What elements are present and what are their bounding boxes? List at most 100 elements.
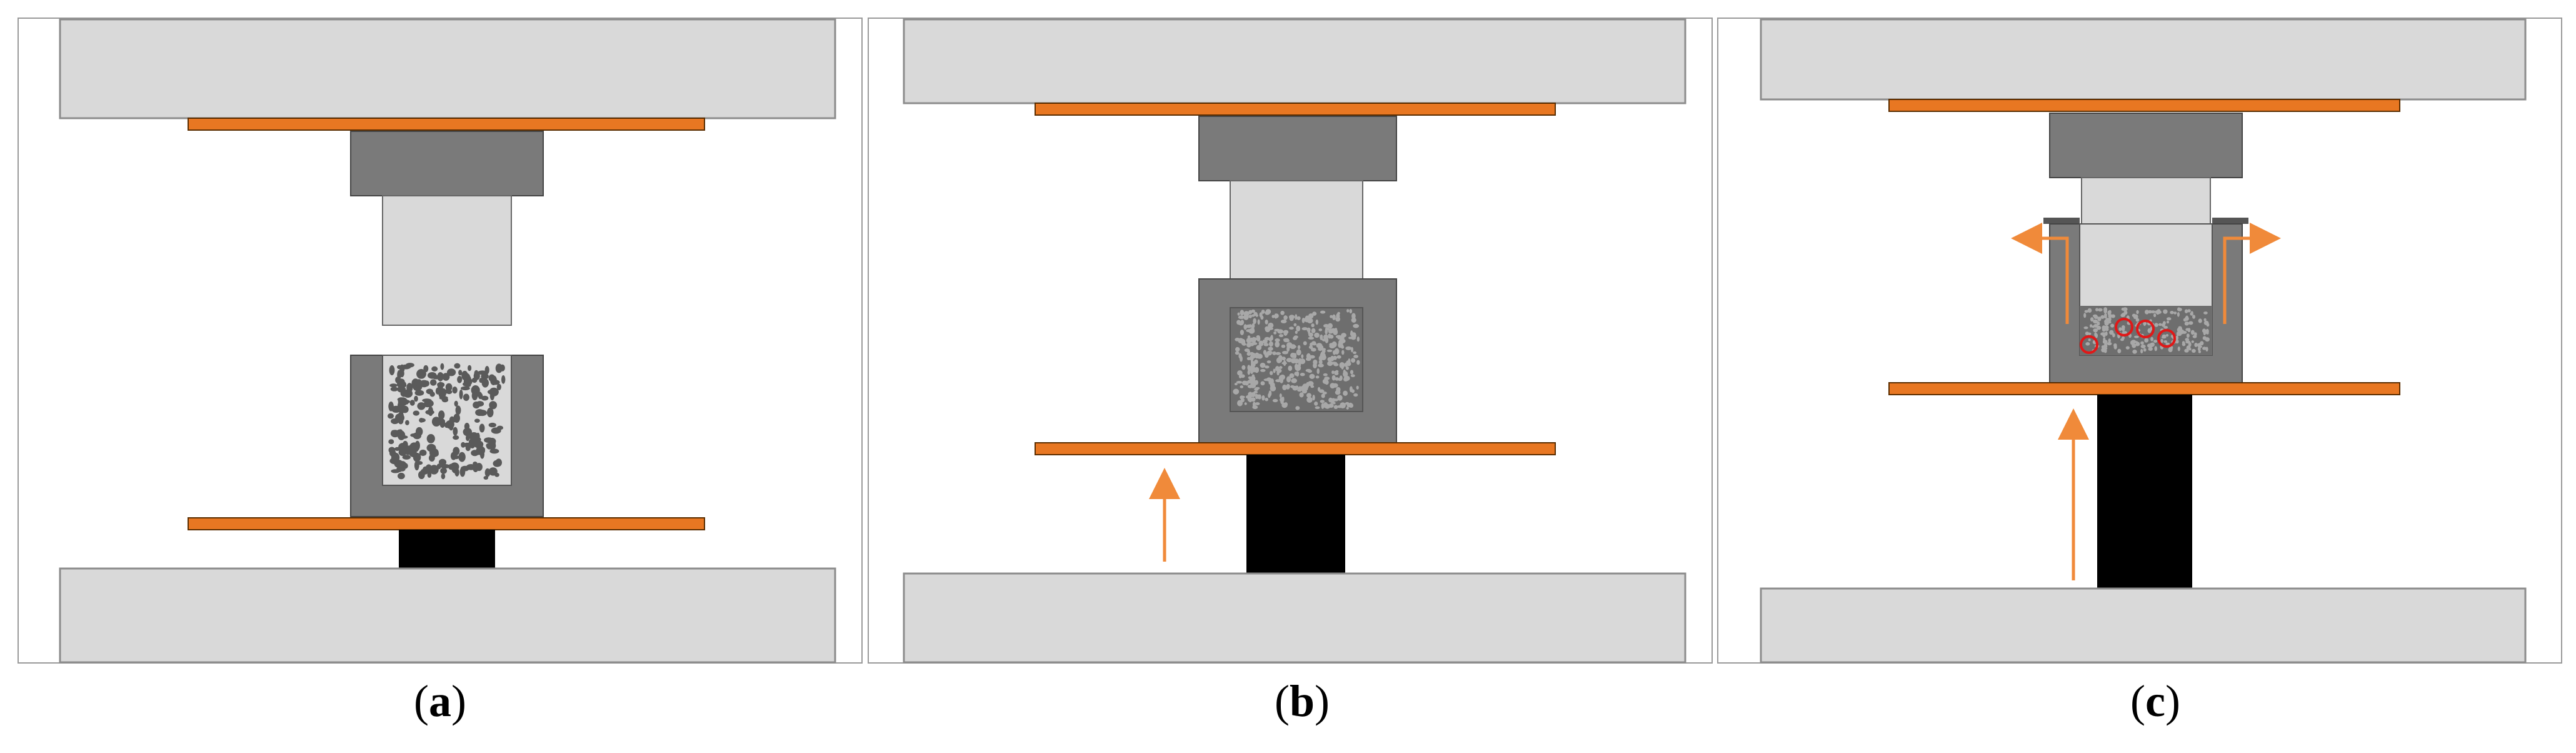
compacted-powder — [1233, 309, 1360, 410]
powder-particle — [1280, 310, 1285, 315]
powder-particle — [1328, 403, 1334, 408]
panel-c — [1717, 18, 2562, 664]
powder-particle — [1265, 309, 1271, 315]
powder-particle — [2184, 321, 2189, 326]
caption-letter: b — [1289, 676, 1315, 726]
compacted-powder — [2083, 307, 2210, 354]
powder-particle — [1288, 365, 1293, 371]
upper-platen — [188, 118, 705, 131]
powder-particle — [415, 379, 423, 387]
powder-particle — [1288, 315, 1295, 320]
powder-particle — [2084, 310, 2088, 313]
powder-particle — [1266, 377, 1272, 382]
powder-particle — [426, 434, 435, 443]
powder-particle — [1346, 309, 1350, 313]
powder-particle — [413, 410, 420, 416]
powder-particle — [1281, 356, 1286, 361]
caption-a: (a) — [346, 679, 534, 724]
powder-particle — [2158, 323, 2162, 326]
powder-particle — [2185, 340, 2190, 344]
powder-particle — [2188, 321, 2193, 325]
powder-particle — [1332, 314, 1336, 320]
powder-particle — [1333, 363, 1339, 366]
powder-particle — [439, 418, 446, 428]
powder-particle — [1238, 315, 1245, 320]
powder-particle — [1286, 358, 1293, 363]
powder-particle — [410, 433, 418, 437]
powder-particle — [1243, 324, 1247, 330]
powder-particle — [1244, 402, 1247, 405]
upper-press-frame — [903, 18, 1686, 104]
powder-particle — [1250, 351, 1254, 355]
powder-particle — [1234, 383, 1238, 386]
powder-particle — [441, 473, 446, 480]
pore-circle-icon — [2157, 329, 2176, 348]
powder-particle — [1275, 351, 1281, 355]
powder-particle — [1320, 334, 1323, 340]
powder-particle — [389, 365, 395, 375]
powder-particle — [2194, 343, 2198, 347]
powder-particle — [1283, 330, 1289, 335]
caption-paren: ) — [2165, 676, 2180, 726]
powder-particle — [1345, 346, 1352, 350]
powder-particle — [2192, 335, 2197, 338]
powder-particle — [1324, 376, 1330, 380]
powder-particle — [2122, 326, 2125, 331]
powder-particle — [1339, 362, 1345, 368]
powder-particle — [2088, 332, 2092, 335]
powder-particle — [2203, 318, 2207, 321]
powder-particle — [477, 370, 488, 375]
powder-particle — [2100, 332, 2105, 336]
powder-particle — [2135, 341, 2140, 346]
powder-particle — [1240, 398, 1245, 403]
powder-particle — [1332, 402, 1336, 405]
powder-particle — [2166, 320, 2170, 324]
powder-particle — [1265, 326, 1270, 331]
powder-particle — [2110, 323, 2115, 328]
powder-particle — [1295, 385, 1299, 390]
powder-particle — [1242, 380, 1248, 385]
powder-particle — [1351, 317, 1356, 323]
powder-particle — [416, 427, 423, 437]
powder-particle — [1320, 400, 1325, 403]
powder-particle — [1250, 382, 1256, 388]
powder-particle — [473, 402, 480, 409]
powder-particle — [2187, 309, 2191, 313]
lower-press-frame — [1760, 587, 2527, 664]
powder-particle — [2087, 308, 2092, 313]
powder-particle — [1328, 323, 1333, 329]
powder-particle — [2108, 338, 2111, 343]
powder-particle — [2162, 321, 2166, 325]
powder-particle — [2173, 311, 2177, 315]
punch-holder — [2049, 113, 2243, 178]
powder-particle — [1282, 351, 1288, 355]
powder-particle — [1274, 313, 1278, 319]
powder-particle — [2202, 328, 2207, 333]
powder-particle — [2177, 346, 2180, 351]
powder-particle — [1251, 309, 1255, 313]
powder-particle — [1273, 331, 1277, 335]
powder-particle — [2107, 310, 2110, 316]
powder-particle — [488, 467, 498, 476]
powder-particle — [1240, 355, 1243, 362]
powder-particle — [2132, 313, 2136, 317]
powder-particle — [1312, 395, 1315, 401]
powder-particle — [1278, 334, 1284, 338]
powder-particle — [1345, 366, 1349, 370]
powder-particle — [405, 420, 409, 425]
powder-particle — [1250, 375, 1256, 382]
powder-particle — [473, 462, 478, 466]
powder-particle — [1251, 342, 1258, 345]
powder-particle — [1235, 338, 1240, 341]
powder-particle — [2160, 338, 2163, 343]
powder-particle — [1350, 370, 1354, 375]
powder-particle — [1336, 387, 1341, 393]
lower-platen — [188, 517, 705, 530]
powder-particle — [403, 445, 413, 453]
lower-press-frame — [903, 572, 1686, 664]
powder-particle — [1236, 381, 1243, 384]
powder-particle — [2185, 316, 2189, 321]
powder-particle — [484, 437, 494, 443]
powder-particle — [1289, 373, 1295, 378]
powder-particle — [1327, 361, 1333, 366]
